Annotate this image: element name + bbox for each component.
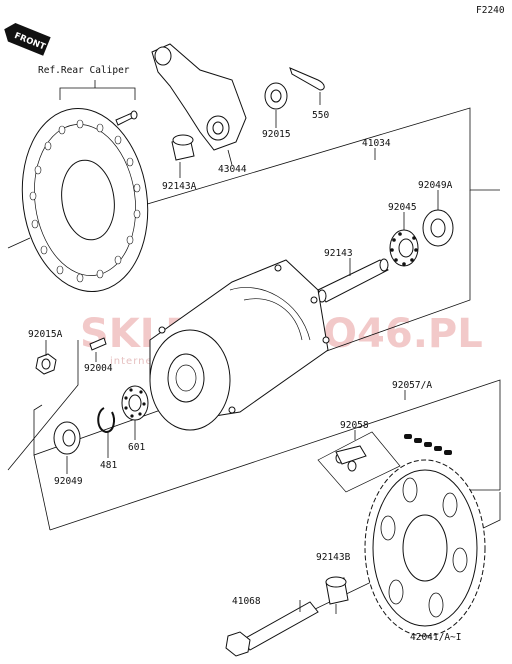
label-92015: 92015 [262, 129, 291, 140]
label-42041: 42041/A~I [410, 632, 461, 643]
front-arrow-icon: FRONT [4, 22, 51, 56]
label-481: 481 [100, 460, 117, 471]
oil-seal-92049a [422, 209, 454, 247]
rear-sprocket [364, 459, 486, 637]
drive-chain [404, 434, 452, 455]
rear-axle [225, 601, 319, 657]
brake-disc [21, 107, 149, 293]
disc-bolt [115, 110, 138, 126]
diagram-code: F2240 [476, 5, 505, 16]
collar-92015 [264, 82, 288, 110]
caliper-bracket [151, 43, 247, 151]
label-43044: 43044 [218, 164, 247, 175]
collar-92143b [325, 576, 349, 605]
label-92049: 92049 [54, 476, 83, 487]
label-92143b: 92143B [316, 552, 351, 563]
label-92015a: 92015A [28, 329, 63, 340]
label-92049a: 92049A [418, 180, 453, 191]
label-41034: 41034 [362, 138, 391, 149]
label-92143: 92143 [324, 248, 353, 259]
chain-joint [317, 431, 401, 493]
grease-nipple [89, 337, 107, 351]
reference-note: Ref.Rear Caliper [38, 65, 130, 76]
frame-line-left [7, 340, 79, 531]
rear-hub [149, 259, 330, 431]
bearing-601 [121, 385, 149, 421]
reference-bracket [59, 80, 136, 100]
frame-line-bottom [49, 379, 501, 531]
label-92057a: 92057/A [392, 380, 432, 391]
label-550: 550 [312, 110, 329, 121]
collar-92143a [171, 134, 195, 161]
circlip-481 [97, 407, 115, 434]
oil-seal-92049 [53, 421, 81, 455]
label-92045: 92045 [388, 202, 417, 213]
bearing-92045 [389, 229, 419, 267]
cotter-pin [289, 67, 325, 91]
spacer-92143 [317, 258, 389, 303]
leader-lines [45, 92, 439, 636]
nut-92015a [35, 353, 57, 375]
label-92143a: 92143A [162, 181, 197, 192]
label-92058: 92058 [340, 420, 369, 431]
label-92004: 92004 [84, 363, 113, 374]
label-601: 601 [128, 442, 145, 453]
label-41068: 41068 [232, 596, 261, 607]
frame-line-top [7, 107, 500, 249]
frame-line-sprocket [229, 489, 501, 651]
